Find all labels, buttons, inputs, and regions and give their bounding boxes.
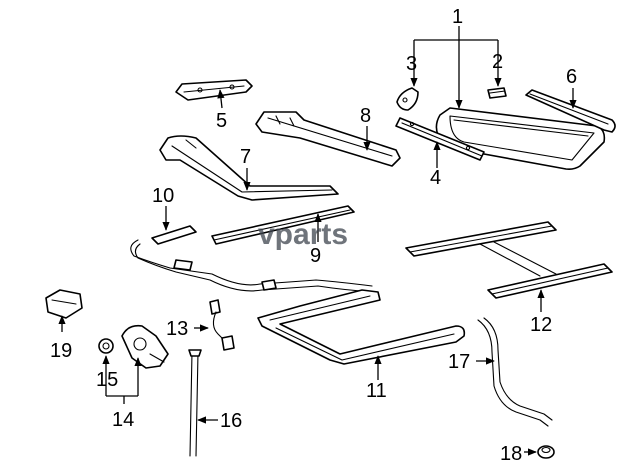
callout-18: 18 [500, 443, 522, 465]
guide-rail-4 [395, 117, 485, 161]
module-19 [45, 289, 83, 319]
callout-4: 4 [430, 167, 441, 189]
callout-17: 17 [448, 351, 470, 373]
drain-hose-17 [477, 317, 553, 427]
motor-14 [121, 324, 169, 369]
callout-8: 8 [360, 105, 371, 127]
frame-11 [257, 289, 466, 365]
weatherstrip-6 [525, 89, 616, 133]
housing-rail-8 [255, 111, 401, 167]
gear-15 [98, 338, 114, 354]
callout-1: 1 [452, 6, 463, 28]
callout-12: 12 [530, 314, 552, 336]
wiring-harness-10 [130, 225, 375, 293]
drain-tube-16 [188, 349, 202, 457]
glass-panel [435, 107, 606, 170]
connector-13 [209, 299, 235, 351]
guide-assembly-12 [405, 221, 613, 299]
glass-clip [487, 87, 507, 99]
callout-9: 9 [310, 245, 321, 267]
callout-13: 13 [166, 318, 188, 340]
callout-15: 15 [96, 369, 118, 391]
watermark-text: vparts [258, 218, 348, 251]
bracket-part-5 [175, 79, 253, 101]
callout-7: 7 [240, 146, 251, 168]
callout-3: 3 [406, 53, 417, 75]
bracket-part [396, 87, 419, 111]
callout-10: 10 [152, 185, 174, 207]
callout-19: 19 [50, 340, 72, 362]
callout-16: 16 [220, 410, 242, 432]
callout-5: 5 [216, 110, 227, 132]
callout-11: 11 [366, 380, 387, 402]
leader-lines [58, 26, 577, 456]
grommet-18 [537, 445, 555, 459]
callout-2: 2 [492, 51, 503, 73]
callout-6: 6 [566, 66, 577, 88]
callout-14: 14 [112, 409, 134, 431]
frame-7 [159, 135, 339, 201]
